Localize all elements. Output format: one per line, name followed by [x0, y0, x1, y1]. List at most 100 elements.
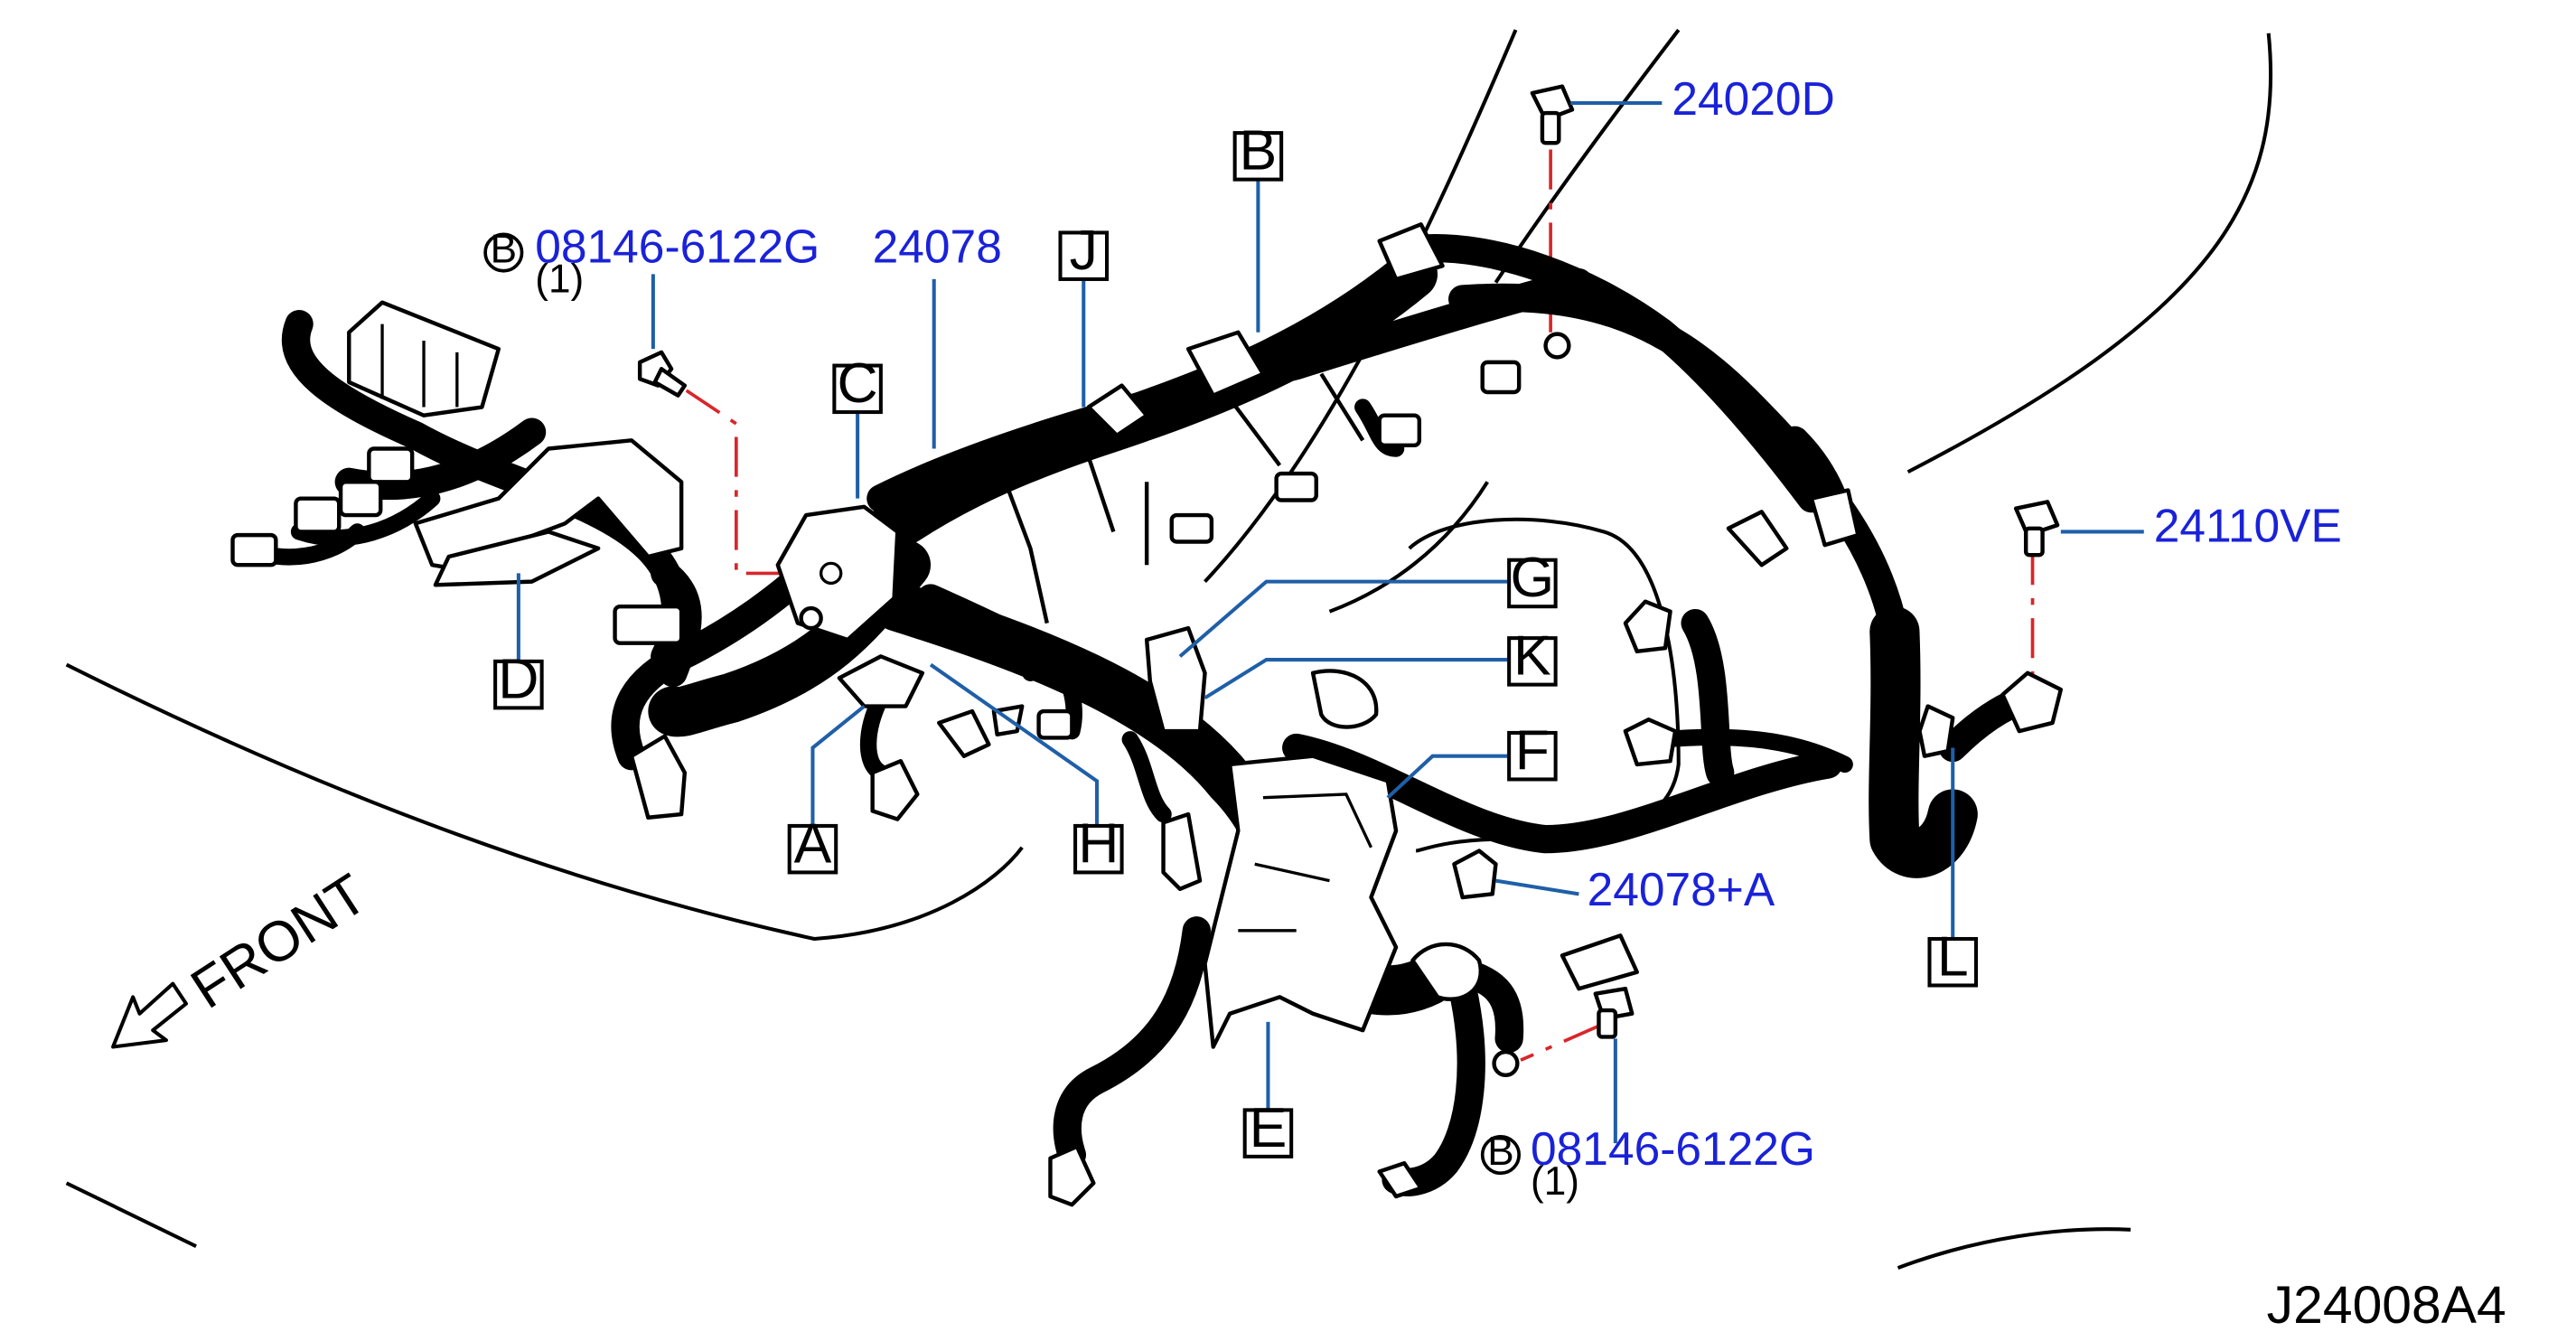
harness-drop-bottom-left: [1053, 916, 1211, 1169]
bolt-bottom-icon: [1593, 986, 1635, 1039]
callout-l-label: L: [1937, 924, 1969, 988]
tie-4: [1228, 398, 1282, 467]
bracket-g: [1144, 625, 1207, 734]
eyelet-bottom: [1492, 1049, 1520, 1077]
tie-5: [1319, 372, 1365, 442]
connector-lower-mid: [1161, 811, 1203, 892]
clip-b: [1185, 330, 1266, 398]
harness-right-panel-lead: [1681, 608, 1735, 787]
callout-d-label: D: [498, 647, 539, 710]
connector-bottom-left: [1048, 1144, 1096, 1207]
relay-box-detail: [380, 324, 459, 408]
connector-left-1: [230, 532, 278, 567]
callout-a: A: [787, 811, 838, 875]
connector-panel-1: [1623, 599, 1672, 654]
boot-center: [1410, 942, 1483, 1001]
connector-bottom-right: [1560, 933, 1639, 991]
connector-right-upper-2: [1809, 488, 1860, 548]
leader-f: [1386, 754, 1508, 800]
leader-lines: [516, 100, 2144, 1144]
callout-k: K: [1507, 624, 1558, 688]
harness-drop-bottom-center: [1382, 974, 1485, 1196]
harness-mini-lead-4: [1121, 731, 1172, 823]
connector-top-3: [1377, 413, 1422, 448]
eyelet-top: [1543, 332, 1571, 360]
part-number-bolt-top: 24020D: [1672, 72, 1834, 125]
harness-top-return: [866, 267, 1594, 513]
bracket-d-plate: [433, 530, 601, 587]
callout-c-label: C: [838, 352, 878, 415]
b-marker-bottom-label: B: [1487, 1130, 1513, 1174]
front-arrow-icon: [111, 981, 189, 1049]
body-line-dash-mid: [1328, 481, 1489, 614]
callout-c: C: [832, 352, 883, 415]
callout-g-label: G: [1511, 546, 1555, 609]
harness-mini-lead-3: [859, 689, 890, 782]
bracket-e-detail: [1238, 792, 1372, 933]
qty-bolt-bottom: (1): [1531, 1159, 1579, 1204]
callout-g: G: [1507, 546, 1558, 609]
body-line-bottom-left: [65, 1181, 197, 1249]
bolt-top-icon: [1530, 84, 1575, 145]
callout-e: E: [1242, 1096, 1294, 1159]
clip-j: [1086, 383, 1149, 438]
callout-a-label: A: [794, 811, 832, 875]
part-number-harness-main: 24078: [873, 220, 1002, 273]
connector-left-3: [338, 480, 383, 518]
connector-right-upper-1: [1726, 510, 1789, 567]
connector-bottom-center: [1377, 1161, 1423, 1199]
leader-g: [1178, 579, 1508, 658]
connector-l: [2000, 670, 2064, 734]
connector-h-3: [1036, 708, 1074, 740]
leader-24078a: [1495, 878, 1579, 896]
callout-b-label: B: [1240, 119, 1278, 183]
connector-left-2: [294, 496, 342, 534]
wiring-harness: [240, 234, 2042, 1196]
part-number-bolt-bottom: 08146-6122G: [1531, 1122, 1815, 1175]
connector-top-2: [1274, 471, 1318, 502]
callout-e-label: E: [1250, 1096, 1288, 1159]
tie-2: [1086, 456, 1116, 533]
b-marker-bottom: [1480, 1134, 1522, 1176]
callout-h: H: [1073, 811, 1124, 875]
body-line-dash-right: [1494, 28, 1681, 284]
part-number-bolt-left: 08146-6122G: [535, 220, 820, 273]
body-line-left-floor: [65, 662, 1024, 942]
harness-left-small-2: [290, 490, 441, 547]
front-indicator: FRONT: [111, 862, 378, 1049]
part-number-harness-sub: 24078+A: [1588, 863, 1775, 915]
body-line-right-fender: [1906, 33, 2273, 474]
connector-top-4: [1480, 360, 1522, 395]
bolt-left-icon: [637, 350, 688, 398]
connector-left-floor: [629, 734, 688, 820]
front-label: FRONT: [180, 862, 378, 1021]
parts: [230, 222, 2064, 1207]
part-number-bolt-right: 24110VE: [2154, 499, 2342, 551]
callout-k-label: K: [1513, 624, 1551, 688]
harness-right-panel-branch: [1653, 728, 1853, 774]
clip-a: [837, 654, 925, 708]
eyelet-left: [799, 605, 823, 631]
callout-f: F: [1507, 718, 1558, 782]
callout-j: J: [1058, 219, 1110, 282]
callouts: B J C D G K F A H E L: [493, 119, 1979, 1159]
part-number-labels: B 08146-6122G (1) 24078 24020D 24110VE 2…: [483, 72, 2342, 1204]
b-marker-left-label: B: [491, 228, 517, 272]
connector-left-5: [613, 604, 684, 645]
leader-a: [810, 704, 866, 831]
bracket-c-hole: [819, 561, 843, 586]
callout-l: L: [1927, 924, 1979, 988]
clip-b-top: [1377, 222, 1445, 282]
bolts: [637, 84, 2060, 1039]
callout-j-label: J: [1070, 219, 1098, 282]
connector-a-lower: [870, 759, 920, 821]
diagram-id: J24008A4: [2267, 1276, 2506, 1335]
connector-h-1: [937, 708, 991, 758]
dash-bolt-bottom: [1520, 1023, 1602, 1062]
callout-h-label: H: [1078, 811, 1119, 875]
bracket-l: [1917, 704, 1955, 758]
leader-k: [1204, 658, 1508, 700]
dash-bolt-left: [685, 389, 782, 576]
tie-1: [1003, 481, 1049, 624]
